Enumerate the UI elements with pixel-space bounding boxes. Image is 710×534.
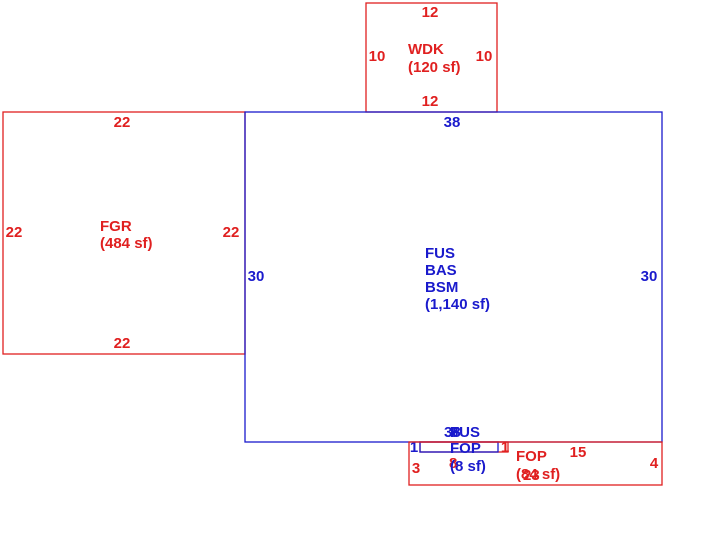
main-left-dimension: 30: [248, 268, 265, 285]
main-top-dimension: 38: [444, 114, 461, 131]
main-bottom-dimension: 38: [444, 424, 461, 441]
main-bottom-overlap-fus: FUS: [450, 424, 480, 441]
fop-large-area: (84 sf): [516, 466, 560, 483]
main-label-bas: BAS: [425, 262, 457, 279]
fop-large-left-dimension: 3: [412, 460, 420, 477]
main-bottom-overlap-8: 8: [450, 424, 458, 441]
wdk-bottom-dimension: 12: [422, 93, 439, 110]
wdk-right-dimension: 10: [476, 48, 493, 65]
fgr-right-dimension: 22: [223, 224, 240, 241]
main-right-dimension: 30: [641, 268, 658, 285]
fgr-label: FGR: [100, 218, 132, 235]
fop-large-outline: [408, 441, 663, 486]
fop-small-left-dimension: 1: [410, 439, 418, 456]
main-area: (1,140 sf): [425, 296, 490, 313]
fgr-left-dimension: 22: [6, 224, 23, 241]
fop-large-right-dimension: 4: [650, 455, 659, 472]
fop-small-bottom-dimension: 8: [449, 455, 457, 472]
fgr-top-dimension: 22: [114, 114, 131, 131]
fop-small-label: FOP: [450, 440, 481, 457]
fop-small-right-dimension: 1: [501, 439, 509, 456]
wdk-top-dimension: 12: [422, 4, 439, 21]
fop-small-area: (8 sf): [450, 458, 486, 475]
wdk-label: WDK: [408, 41, 444, 58]
wdk-left-dimension: 10: [369, 48, 386, 65]
wdk-area: (120 sf): [408, 59, 461, 76]
fop-large-label: FOP: [516, 448, 547, 465]
fgr-bottom-dimension: 22: [114, 335, 131, 352]
main-label-fus: FUS: [425, 245, 455, 262]
fgr-area: (484 sf): [100, 235, 153, 252]
fop-large-overlap-dimension: 23: [523, 467, 540, 484]
fop-large-top-dimension: 15: [570, 444, 587, 461]
main-label-bsm: BSM: [425, 279, 458, 296]
